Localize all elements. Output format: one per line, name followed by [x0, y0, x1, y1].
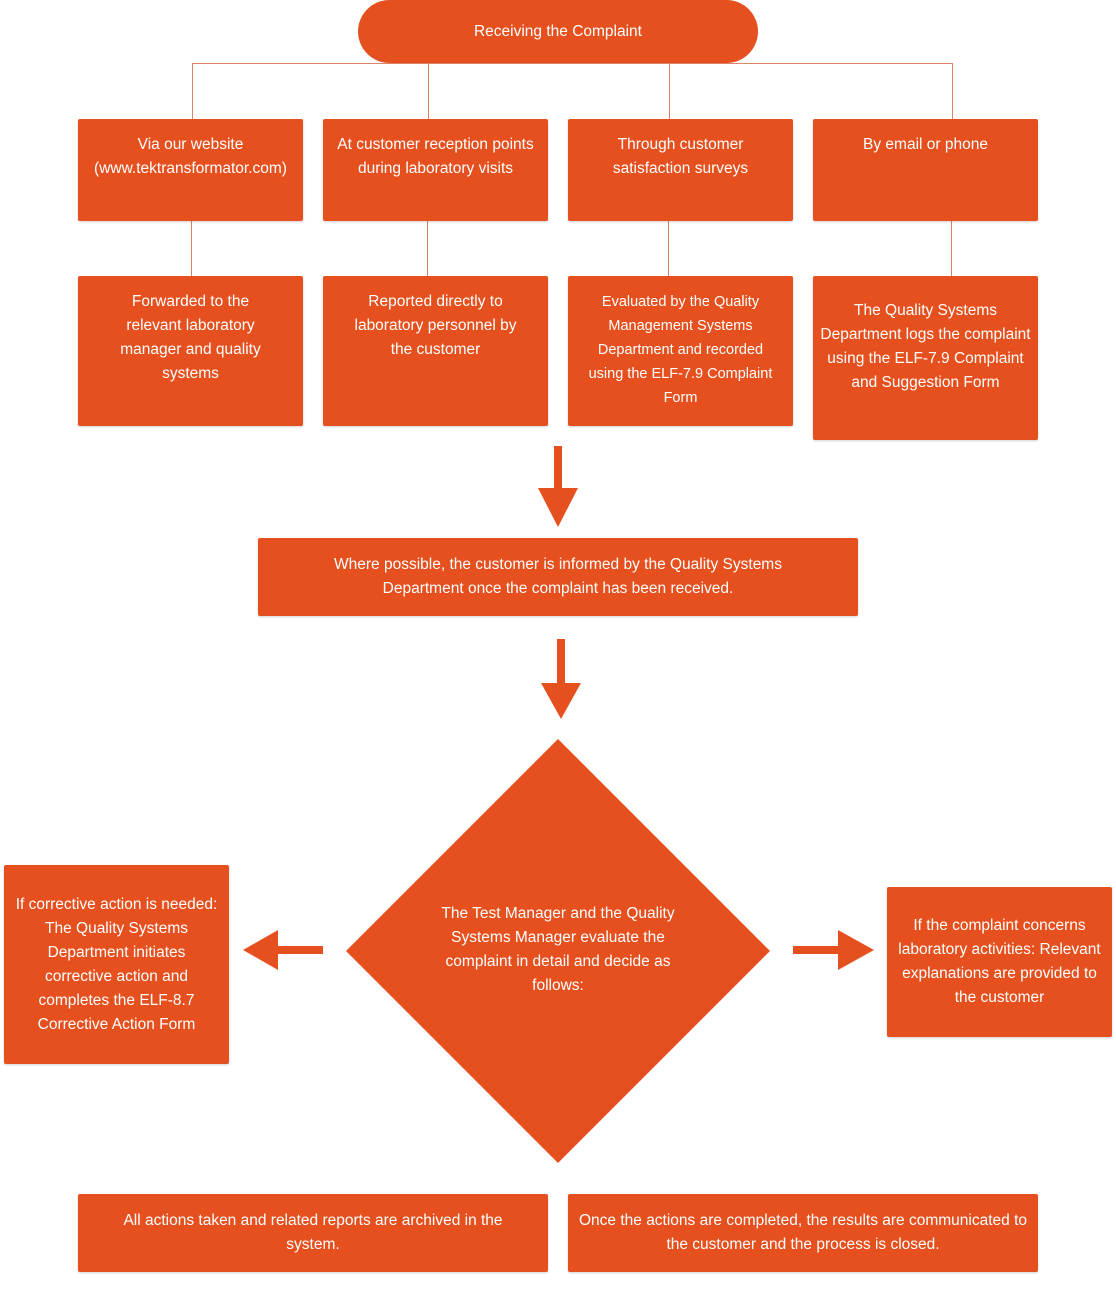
- inform-customer-label: Where possible, the customer is informed…: [334, 556, 782, 597]
- channel-reception-label: At customer reception points during labo…: [337, 136, 534, 177]
- channel-website-label: Via our website (www.tektransformator.co…: [94, 136, 287, 177]
- corrective-action-label: If corrective action is needed: The Qual…: [15, 895, 218, 1033]
- connector-to-reception: [428, 63, 429, 119]
- connector-to-website: [192, 63, 193, 119]
- start-node-label: Receiving the Complaint: [473, 22, 642, 40]
- decision-diamond: [346, 739, 770, 1163]
- connector-horizontal: [192, 63, 953, 64]
- handling-reception-label: Reported directly to laboratory personne…: [354, 293, 517, 358]
- lab-activities-outcome: If the complaint concerns laboratory act…: [887, 887, 1112, 1037]
- arrow-down-icon: [538, 446, 578, 527]
- decision-label: The Test Manager and the Quality Systems…: [441, 905, 675, 994]
- handling-reception: Reported directly to laboratory personne…: [323, 276, 548, 426]
- arrow-right-icon: [793, 930, 874, 970]
- arrow-down-icon: [541, 639, 581, 719]
- arrow-left-icon: [243, 930, 323, 970]
- decision-label-wrap: The Test Manager and the Quality Systems…: [428, 880, 688, 1020]
- channel-reception: At customer reception points during labo…: [323, 119, 548, 221]
- connector-email-handling: [951, 221, 952, 276]
- close-process-step: Once the actions are completed, the resu…: [568, 1194, 1038, 1272]
- connector-reception-handling: [427, 221, 428, 276]
- handling-email: The Quality Systems Department logs the …: [813, 276, 1038, 440]
- channel-website: Via our website (www.tektransformator.co…: [78, 119, 303, 221]
- handling-surveys-label: Evaluated by the Quality Management Syst…: [588, 294, 773, 406]
- channel-surveys: Through customer satisfaction surveys: [568, 119, 793, 221]
- start-node: Receiving the Complaint: [358, 0, 758, 63]
- handling-email-label: The Quality Systems Department logs the …: [820, 302, 1031, 391]
- channel-email: By email or phone: [813, 119, 1038, 221]
- connector-surveys-handling: [668, 221, 669, 276]
- handling-website-label: Forwarded to the relevant laboratory man…: [120, 293, 261, 382]
- channel-email-label: By email or phone: [863, 136, 988, 153]
- connector-website-handling: [191, 221, 192, 276]
- handling-surveys: Evaluated by the Quality Management Syst…: [568, 276, 793, 426]
- handling-website: Forwarded to the relevant laboratory man…: [78, 276, 303, 426]
- channel-surveys-label: Through customer satisfaction surveys: [612, 136, 749, 177]
- lab-activities-label: If the complaint concerns laboratory act…: [898, 917, 1101, 1006]
- archive-label: All actions taken and related reports ar…: [123, 1212, 503, 1253]
- inform-customer-step: Where possible, the customer is informed…: [258, 538, 858, 616]
- connector-to-surveys: [669, 63, 670, 119]
- archive-step: All actions taken and related reports ar…: [78, 1194, 548, 1272]
- close-process-label: Once the actions are completed, the resu…: [578, 1212, 1027, 1253]
- connector-to-email: [952, 63, 953, 119]
- corrective-action-outcome: If corrective action is needed: The Qual…: [4, 865, 229, 1064]
